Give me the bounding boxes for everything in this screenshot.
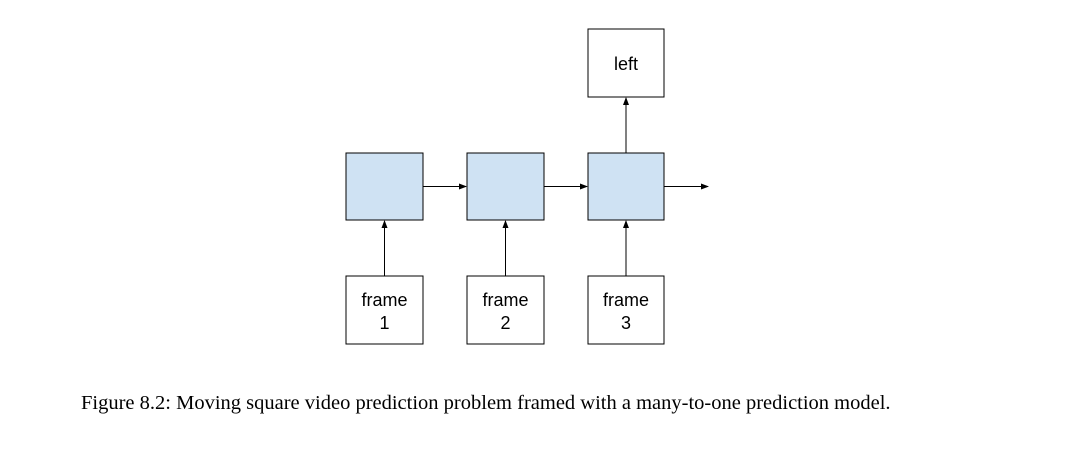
input-label-3-line2: 3 xyxy=(621,313,631,333)
input-label-1-line1: frame xyxy=(361,290,407,310)
hidden-state-box-2 xyxy=(466,152,545,221)
figure-caption: Figure 8.2: Moving square video predicti… xyxy=(81,392,891,414)
output-box xyxy=(587,28,665,98)
input-box-2 xyxy=(466,275,545,345)
hidden-state-box-1 xyxy=(345,152,424,221)
hidden-state-box-3 xyxy=(587,152,665,221)
input-box-1 xyxy=(345,275,424,345)
input-label-1-line2: 1 xyxy=(379,313,389,333)
input-label-2-line1: frame xyxy=(482,290,528,310)
input-label-3-line1: frame xyxy=(603,290,649,310)
input-label-2-line2: 2 xyxy=(500,313,510,333)
input-box-3 xyxy=(587,275,665,345)
output-label: left xyxy=(614,54,638,74)
